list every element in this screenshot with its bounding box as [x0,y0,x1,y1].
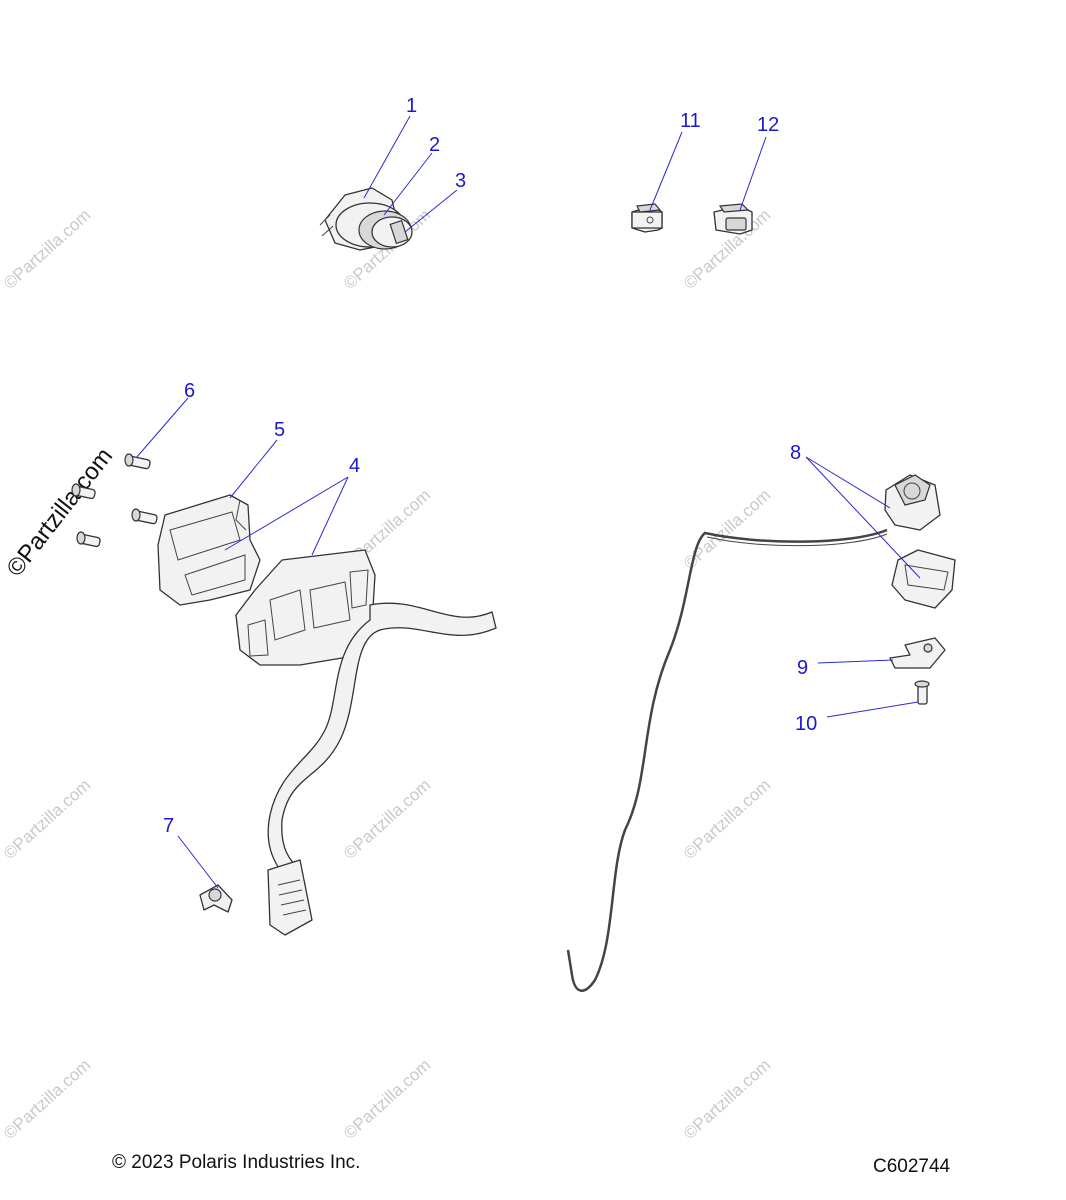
leader-lines [135,115,921,889]
rocker-switch-11 [631,203,663,233]
callout-9[interactable]: 9 [797,657,808,679]
watermark: ©Partzilla.com [0,1055,94,1143]
rocker-switch-12 [713,203,753,235]
watermark: ©Partzilla.com [680,775,774,863]
watermark: ©Partzilla.com [340,775,434,863]
watermark: ©Partzilla.com [0,775,94,863]
handlebar-switch [235,549,497,936]
bolt [914,680,930,705]
push-clip [199,884,233,913]
callouts: 1 2 3 4 5 6 7 8 9 10 11 12 [163,95,817,837]
copyright-text: © 2023 Polaris Industries Inc. [112,1152,361,1173]
watermarks: ©Partzilla.com ©Partzilla.com ©Partzilla… [0,205,774,1143]
accessory-harness [566,474,956,992]
callout-5[interactable]: 5 [274,419,285,441]
ignition-switch [319,187,413,251]
watermark: ©Partzilla.com [680,1055,774,1143]
callout-4[interactable]: 4 [349,455,360,477]
watermark-side: ©Partzilla.com [1,443,118,582]
callout-1[interactable]: 1 [406,95,417,117]
callout-3[interactable]: 3 [455,170,466,192]
mounting-bracket [889,637,946,669]
callout-12[interactable]: 12 [757,114,779,136]
watermark: ©Partzilla.com [0,205,94,293]
watermark: ©Partzilla.com [340,1055,434,1143]
callout-8[interactable]: 8 [790,442,801,464]
callout-2[interactable]: 2 [429,134,440,156]
screws [71,453,158,548]
switch-housing-cover [157,494,261,606]
callout-10[interactable]: 10 [795,713,817,735]
callout-11[interactable]: 11 [680,110,701,132]
callout-7[interactable]: 7 [163,815,174,837]
diagram-code: C602744 [873,1156,951,1177]
callout-6[interactable]: 6 [184,380,195,402]
